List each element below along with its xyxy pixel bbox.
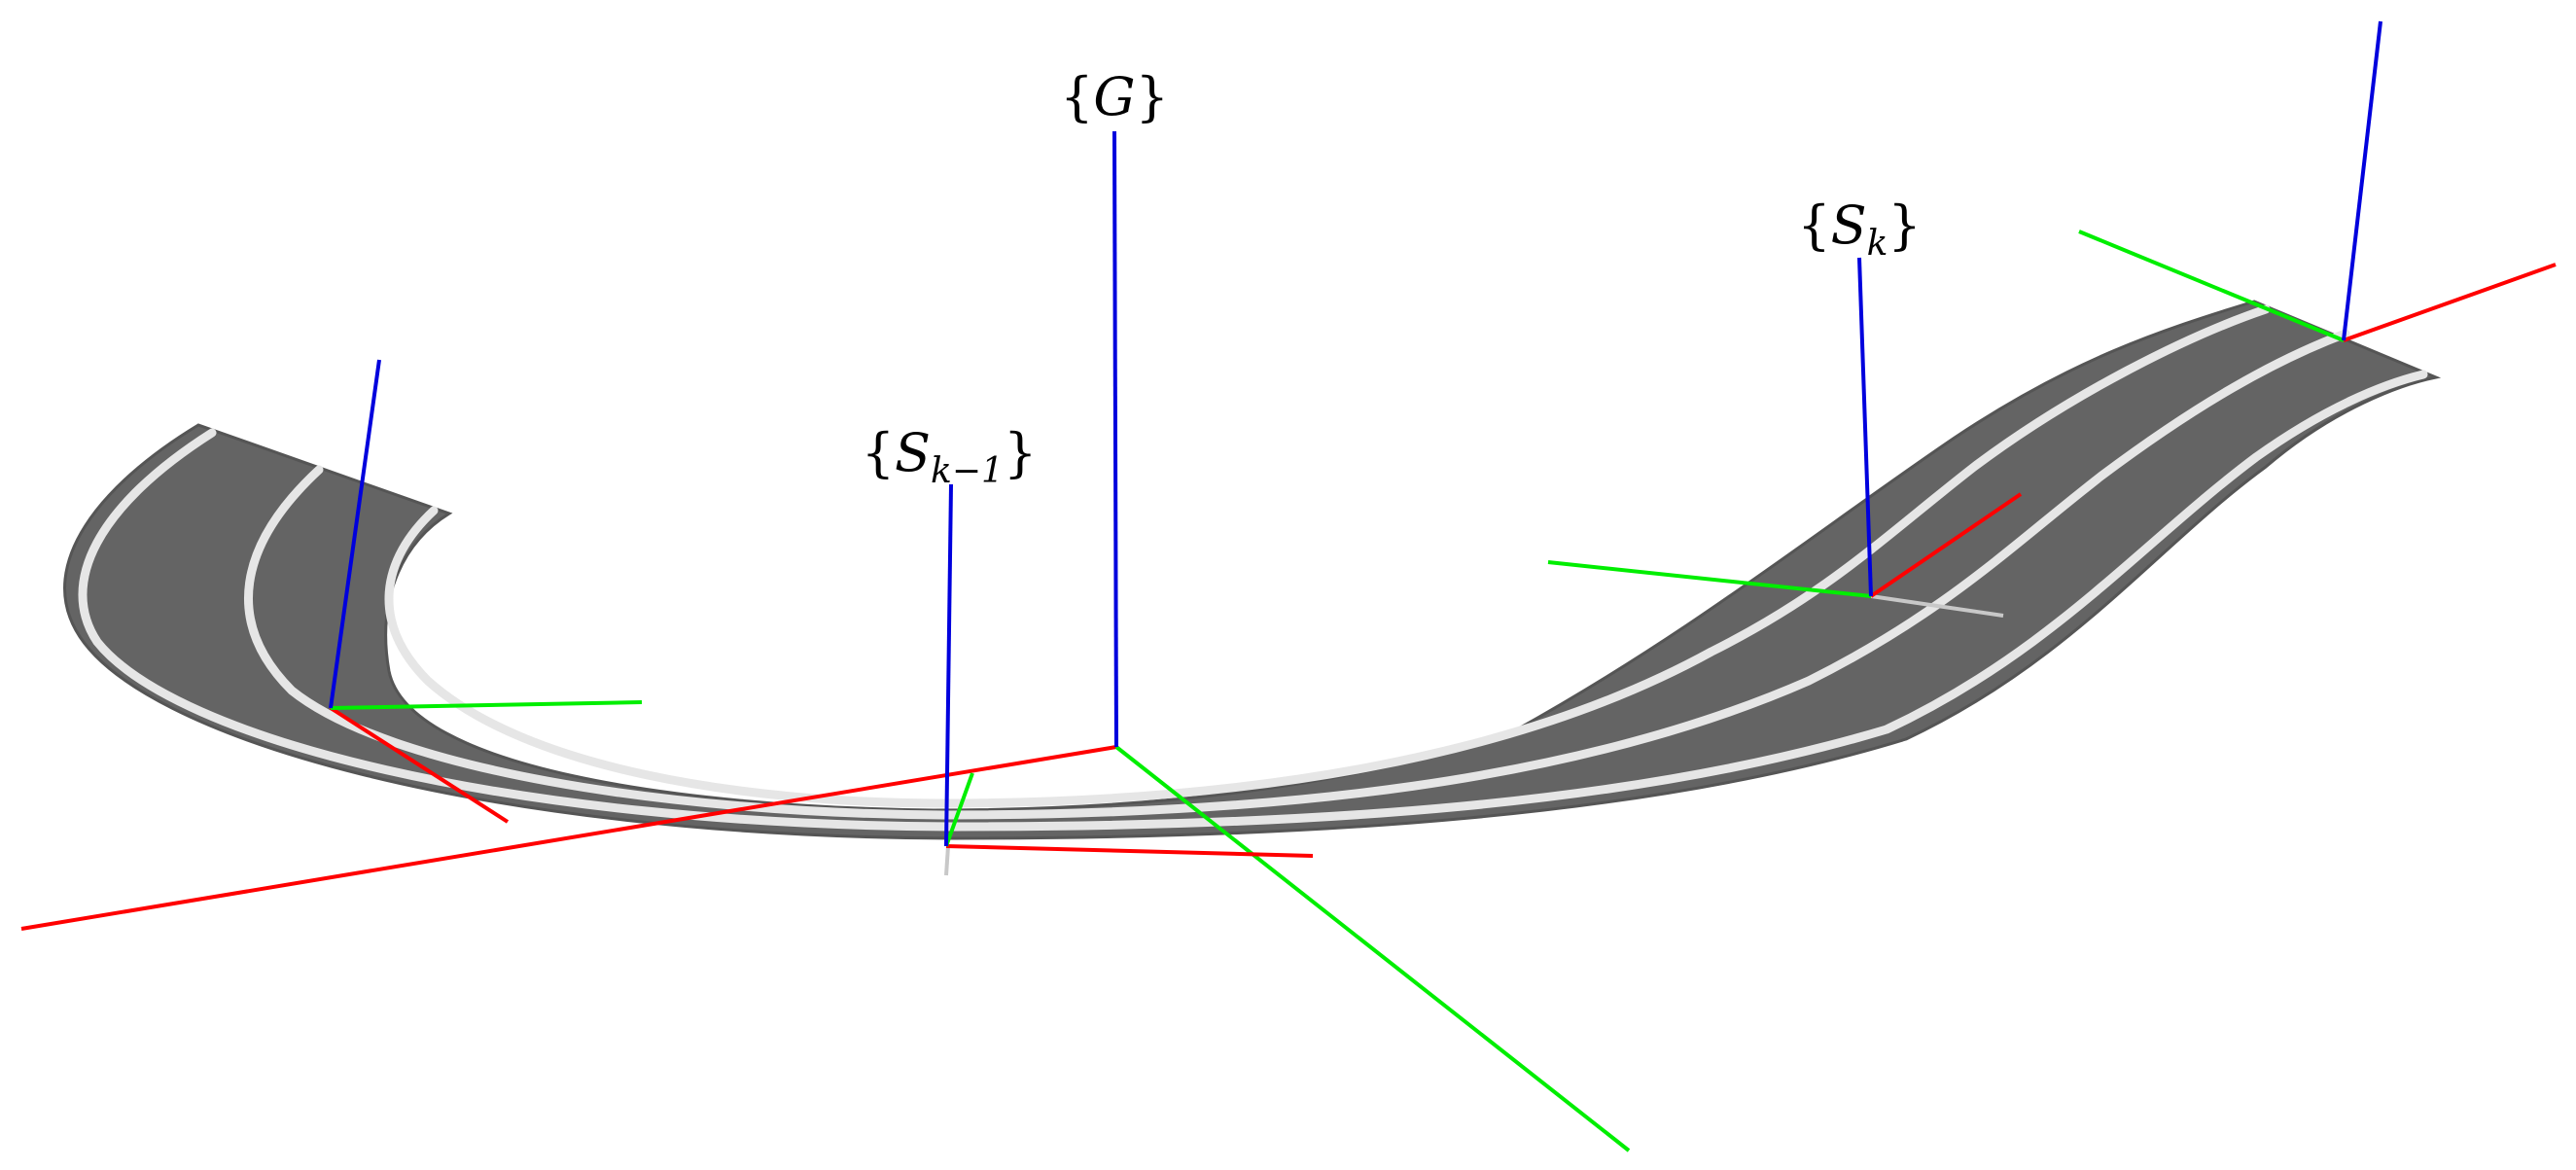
current-section-frame <box>1547 257 2023 598</box>
previous-x-axis <box>945 844 1314 858</box>
global-frame <box>20 130 1631 1152</box>
global-z-axis <box>1112 130 1118 748</box>
global-x-axis <box>20 745 1117 931</box>
end-section-frame <box>2078 20 2557 342</box>
inner-lane-line <box>384 304 2271 808</box>
start-y-axis <box>330 700 643 710</box>
outer-lane-line <box>78 370 2428 832</box>
current-z-axis <box>1857 257 1873 597</box>
current-x-axis <box>1869 492 2023 598</box>
end-z-axis <box>2342 20 2382 341</box>
start-section-frame <box>329 359 643 824</box>
current-y-axis <box>1547 560 1872 598</box>
road-surface <box>63 300 2442 840</box>
middle-lane-line <box>244 329 2350 820</box>
global-y-axis <box>1114 745 1631 1152</box>
previous-z-axis <box>944 483 953 847</box>
previous-frame-label: {Sk−1} <box>862 422 1038 491</box>
previous-y-axis <box>944 772 974 847</box>
start-x-axis <box>329 706 510 824</box>
current-frame-label: {Sk} <box>1797 195 1922 264</box>
global-frame-label: {G} <box>1060 66 1169 127</box>
end-y-axis <box>2078 230 2345 342</box>
section-boundary-current <box>1870 594 2004 618</box>
start-z-axis <box>329 359 381 709</box>
section-boundary-previous <box>944 845 950 876</box>
end-x-axis <box>2343 263 2557 342</box>
previous-section-frame <box>944 483 1314 858</box>
